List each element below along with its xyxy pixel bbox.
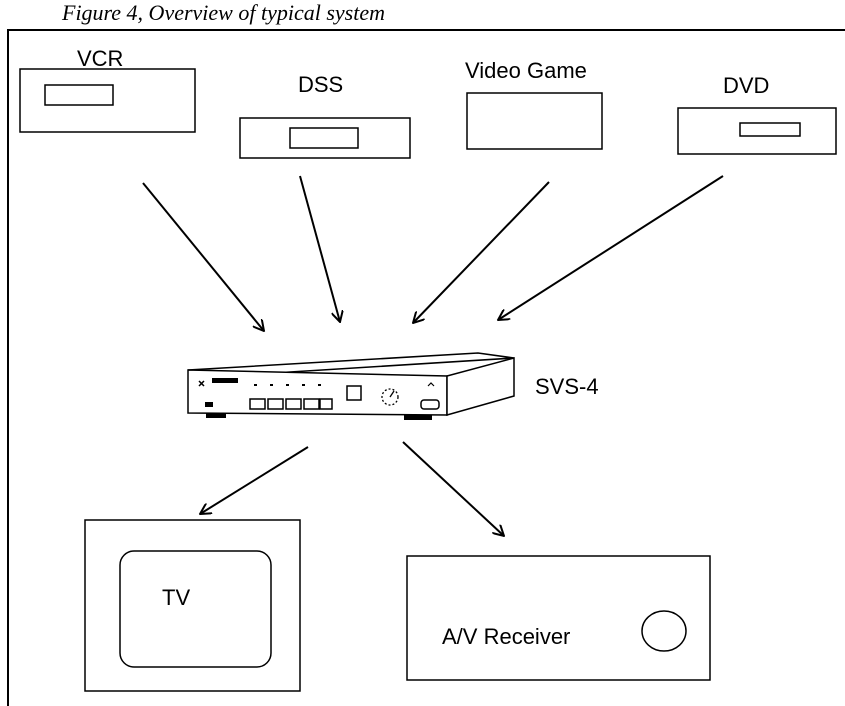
switcher-indicator-leds (254, 384, 321, 386)
vcr-device: VCR (19, 46, 196, 133)
switcher-logo-icon (198, 380, 205, 387)
figure-caption: Figure 4, Overview of typical system (62, 0, 385, 25)
av-receiver-device: A/V Receiver (406, 555, 711, 681)
receiver-label: A/V Receiver (442, 624, 570, 649)
arrow-dvd-to-switcher (498, 175, 724, 320)
arrow-switcher-to-tv (200, 446, 309, 514)
figure-frame (7, 29, 845, 706)
video-game-label: Video Game (465, 58, 587, 83)
input-button-5 (319, 398, 333, 410)
tv-screen (119, 550, 272, 668)
input-button-2 (267, 398, 284, 410)
vcr-slot (44, 84, 114, 106)
volume-knob-icon (641, 610, 687, 652)
dss-device: DSS (239, 72, 411, 159)
receiver-box (406, 555, 711, 681)
tv-label: TV (162, 585, 190, 610)
video-game-box (466, 92, 603, 150)
input-button-3 (285, 398, 302, 410)
switcher-label: SVS-4 (535, 374, 599, 399)
vcr-label: VCR (77, 46, 123, 71)
indicator-icon (427, 382, 435, 387)
dvd-label: DVD (723, 73, 769, 98)
dvd-device: DVD (677, 73, 837, 155)
output-button (420, 399, 440, 410)
arrow-dss-to-switcher (299, 175, 340, 322)
dss-label: DSS (298, 72, 343, 97)
input-button-4 (303, 398, 320, 410)
arrow-vcr-to-switcher (142, 182, 264, 331)
dss-slot (289, 127, 359, 149)
input-button-1 (249, 398, 266, 410)
svs4-switcher (187, 352, 515, 420)
tv-frame (84, 519, 301, 692)
vcr-box (19, 68, 196, 133)
switcher-foot-left (206, 413, 226, 418)
tv-device: TV (84, 519, 301, 692)
dss-box (239, 117, 411, 159)
arrow-video-game-to-switcher (413, 181, 550, 323)
switcher-foot-right (404, 415, 432, 420)
selector-knob-icon (381, 388, 399, 406)
power-button-icon (205, 402, 213, 407)
video-game-device: Video Game (465, 58, 603, 150)
switcher-side (446, 357, 515, 416)
switcher-brand-text (212, 378, 238, 383)
ir-window-icon (346, 385, 362, 401)
dvd-box (677, 107, 837, 155)
dvd-slot (739, 122, 801, 137)
arrow-switcher-to-receiver (402, 441, 504, 536)
